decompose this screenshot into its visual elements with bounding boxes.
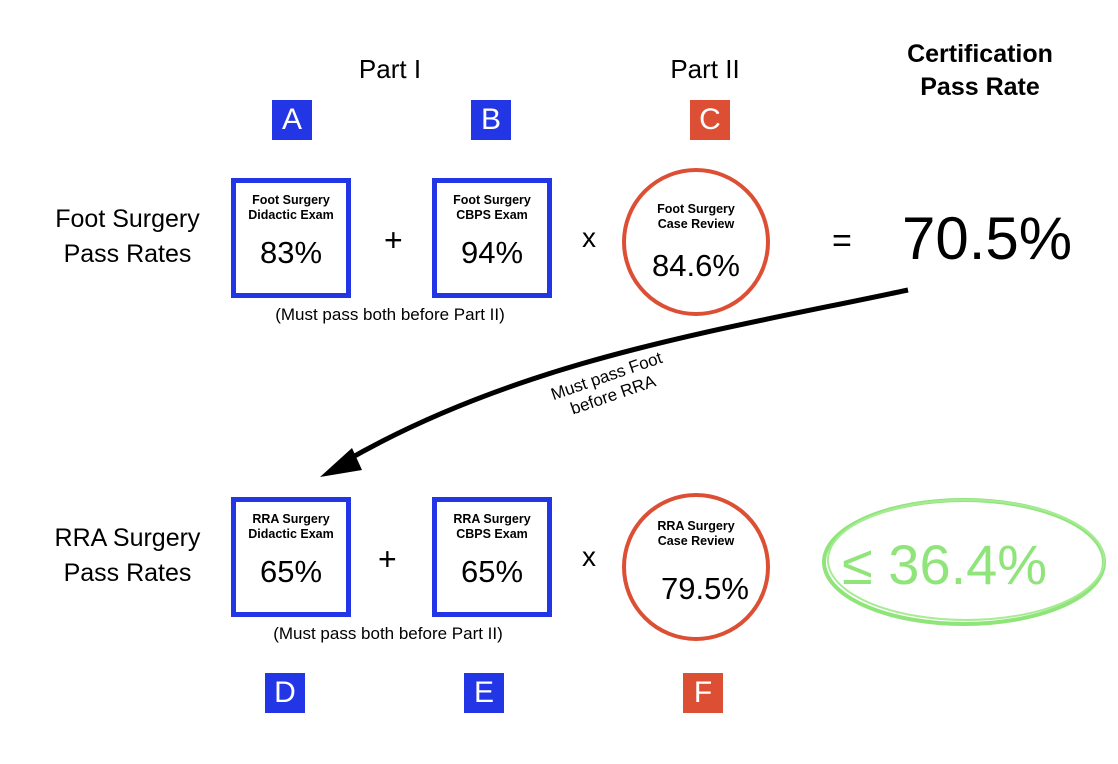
rra-must-pass-note: (Must pass both before Part II) — [273, 624, 503, 643]
foot-didactic-box: Foot Surgery Didactic Exam 83% — [231, 178, 351, 298]
arrow-head — [320, 448, 362, 477]
rra-didactic-title-line1: RRA Surgery — [252, 512, 330, 526]
rra-case-value: 79.5% — [661, 571, 749, 606]
rra-case-title-line1: RRA Surgery — [657, 519, 735, 533]
rra-case-review-circle: RRA Surgery Case Review 79.5% — [622, 493, 770, 641]
rra-certification-result: ≤ 36.4% — [842, 533, 1048, 596]
highlight-ellipse-inner — [827, 499, 1105, 621]
foot-case-review-circle: Foot Surgery Case Review 84.6% — [622, 168, 770, 316]
letter-e: E — [464, 673, 504, 713]
foot-case-value: 84.6% — [652, 248, 740, 283]
certification-header-line2: Pass Rate — [920, 73, 1040, 101]
foot-cbps-title-line2: CBPS Exam — [456, 208, 528, 222]
rra-didactic-value: 65% — [259, 554, 323, 589]
foot-case-title-line2: Case Review — [657, 217, 735, 231]
foot-row-label-line1: Foot Surgery — [55, 205, 200, 233]
foot-case-title-line1: Foot Surgery — [657, 202, 735, 216]
rra-case-title-line2: Case Review — [657, 534, 735, 548]
foot-cbps-value: 94% — [460, 235, 524, 270]
rra-result-highlight — [822, 498, 1106, 626]
letter-b: B — [471, 100, 511, 140]
rra-row-label-line2: Pass Rates — [63, 559, 192, 587]
foot-row-label-line2: Pass Rates — [63, 240, 192, 268]
letter-c: C — [690, 100, 730, 140]
rra-cbps-title-line2: CBPS Exam — [456, 527, 528, 541]
letter-d: D — [265, 673, 305, 713]
part-ii-header: Part II — [670, 54, 740, 84]
rra-cbps-box: RRA Surgery CBPS Exam 65% — [432, 497, 552, 617]
foot-row-label: Foot Surgery Pass Rates — [30, 202, 225, 272]
letter-a: A — [272, 100, 312, 140]
arrow-line — [342, 287, 909, 465]
certification-header: Certification Pass Rate — [880, 38, 1080, 104]
foot-cbps-box: Foot Surgery CBPS Exam 94% — [432, 178, 552, 298]
letter-f: F — [683, 673, 723, 713]
rra-cbps-title-line1: RRA Surgery — [453, 512, 531, 526]
foot-plus-operator: + — [384, 222, 403, 258]
rra-didactic-box: RRA Surgery Didactic Exam 65% — [231, 497, 351, 617]
rra-cbps-value: 65% — [460, 554, 524, 589]
foot-didactic-value: 83% — [259, 235, 323, 270]
foot-didactic-title-line1: Foot Surgery — [252, 193, 330, 207]
certification-header-line1: Certification — [907, 40, 1053, 68]
foot-didactic-title-line2: Didactic Exam — [248, 208, 334, 222]
part-i-header: Part I — [358, 54, 422, 84]
foot-equals-operator: = — [832, 222, 852, 260]
foot-certification-result: 70.5% — [902, 205, 1073, 272]
foot-times-operator: x — [582, 222, 596, 253]
rra-plus-operator: + — [378, 541, 397, 577]
rra-row-label: RRA Surgery Pass Rates — [30, 521, 225, 591]
rra-row-label-line1: RRA Surgery — [54, 524, 201, 552]
foot-must-pass-note: (Must pass both before Part II) — [275, 305, 505, 324]
rra-times-operator: x — [582, 541, 596, 572]
foot-cbps-title-line1: Foot Surgery — [453, 193, 531, 207]
rra-didactic-title-line2: Didactic Exam — [248, 527, 334, 541]
